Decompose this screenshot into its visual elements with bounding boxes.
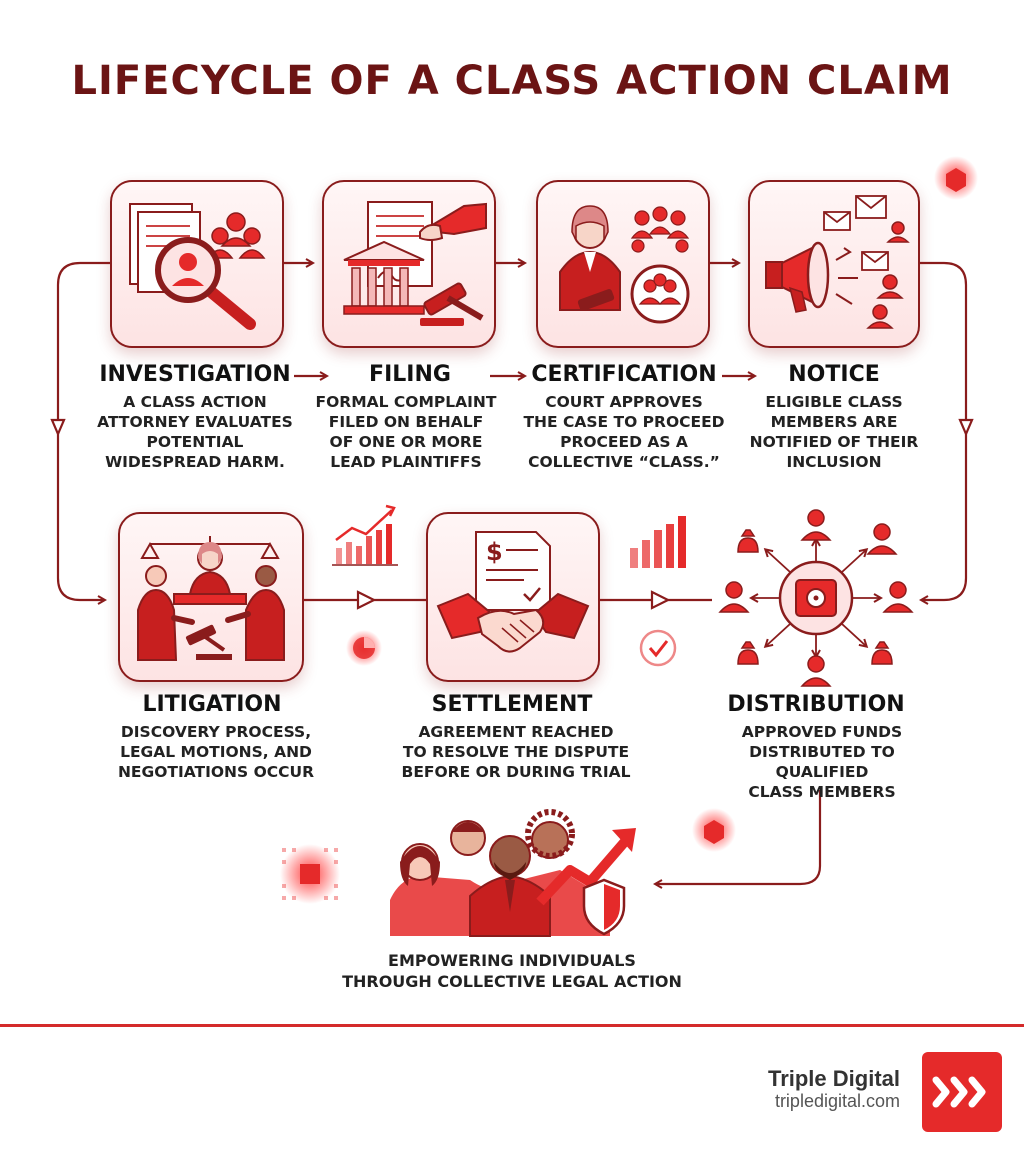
check-circle-icon bbox=[639, 629, 677, 667]
desc-line: DISTRIBUTED TO QUALIFIED bbox=[749, 743, 895, 781]
tagline: EMPOWERING INDIVIDUALS THROUGH COLLECTIV… bbox=[0, 950, 1024, 992]
stage-box-litigation bbox=[118, 512, 304, 682]
bar-chart-icon-2 bbox=[630, 516, 686, 568]
stage-title-notice: NOTICE bbox=[788, 362, 880, 387]
desc-line: OF ONE OR MORE bbox=[329, 433, 483, 451]
desc-line: CLASS MEMBERS bbox=[748, 783, 896, 801]
desc-line: NOTIFIED OF THEIR bbox=[749, 433, 919, 451]
stage-desc-litigation: DISCOVERY PROCESS, LEGAL MOTIONS, AND NE… bbox=[118, 722, 314, 782]
stage-desc-distribution: APPROVED FUNDS DISTRIBUTED TO QUALIFIED … bbox=[721, 722, 923, 802]
bar-chart-icon-1 bbox=[332, 504, 398, 566]
desc-line: ELIGIBLE CLASS bbox=[765, 393, 903, 411]
desc-line: NEGOTIATIONS OCCUR bbox=[117, 763, 315, 781]
desc-line: FORMAL COMPLAINT bbox=[315, 393, 497, 411]
logo-icon[interactable] bbox=[922, 1052, 1002, 1132]
stage-desc-settlement: AGREEMENT REACHED TO RESOLVE THE DISPUTE… bbox=[402, 722, 631, 782]
desc-line: WIDESPREAD HARM. bbox=[105, 453, 285, 471]
brand-name: Triple Digital bbox=[767, 1066, 900, 1091]
pie-chart-icon bbox=[346, 630, 382, 666]
stage-title-certification: CERTIFICATION bbox=[531, 362, 717, 387]
stage-title-litigation: LITIGATION bbox=[142, 692, 282, 717]
page-title: LIFECYCLE OF A CLASS ACTION CLAIM bbox=[71, 58, 953, 104]
desc-line: COURT APPROVES bbox=[545, 393, 703, 411]
stage-box-filing bbox=[322, 180, 496, 348]
stage-box-certification bbox=[536, 180, 710, 348]
money-bag-icons bbox=[737, 529, 893, 665]
courtroom-icon bbox=[137, 536, 285, 661]
stage-desc-certification: COURT APPROVES THE CASE TO PROCEED PROCE… bbox=[523, 392, 724, 472]
judge-icon bbox=[559, 205, 690, 324]
svg-text:$: $ bbox=[486, 538, 503, 566]
desc-line: AGREEMENT REACHED bbox=[418, 723, 614, 741]
distribution-hub bbox=[718, 509, 914, 687]
desc-line: LEAD PLAINTIFFS bbox=[330, 453, 482, 471]
desc-line: FILED ON BEHALF bbox=[328, 413, 484, 431]
magnifier-icon bbox=[129, 203, 266, 330]
tagline-line: THROUGH COLLECTIVE LEGAL ACTION bbox=[342, 972, 682, 991]
stage-title-investigation: INVESTIGATION bbox=[99, 362, 291, 387]
handshake-icon: $ bbox=[436, 531, 590, 653]
gavel-icon bbox=[343, 201, 487, 326]
desc-line: TO RESOLVE THE DISPUTE bbox=[402, 743, 630, 761]
stage-box-settlement: $ bbox=[426, 512, 600, 682]
stage-title-filing: FILING bbox=[369, 362, 451, 387]
desc-line: APPROVED FUNDS bbox=[741, 723, 903, 741]
desc-line: LEGAL MOTIONS, AND bbox=[120, 743, 312, 761]
stage-desc-investigation: A CLASS ACTION ATTORNEY EVALUATES POTENT… bbox=[97, 392, 293, 472]
desc-line: COLLECTIVE “CLASS.” bbox=[528, 453, 720, 471]
stage-desc-filing: FORMAL COMPLAINT FILED ON BEHALF OF ONE … bbox=[316, 392, 497, 472]
stage-box-investigation bbox=[110, 180, 284, 348]
desc-line: THE CASE TO PROCEED bbox=[523, 413, 725, 431]
desc-line: MEMBERS ARE bbox=[770, 413, 898, 431]
desc-line: DISCOVERY PROCESS, bbox=[120, 723, 312, 741]
stage-box-notice bbox=[748, 180, 920, 348]
people-icon bbox=[390, 809, 636, 937]
desc-line: PROCEED AS A bbox=[560, 433, 688, 451]
stage-desc-notice: ELIGIBLE CLASS MEMBERS ARE NOTIFIED OF T… bbox=[750, 392, 919, 472]
tagline-line: EMPOWERING INDIVIDUALS bbox=[388, 951, 636, 970]
desc-line: ATTORNEY EVALUATES bbox=[97, 413, 293, 431]
footer-divider bbox=[0, 1024, 1024, 1027]
desc-line: POTENTIAL bbox=[146, 433, 244, 451]
desc-line: BEFORE OR DURING TRIAL bbox=[401, 763, 631, 781]
stage-title-settlement: SETTLEMENT bbox=[431, 692, 593, 717]
safe-icon bbox=[795, 579, 837, 617]
desc-line: A CLASS ACTION bbox=[123, 393, 267, 411]
person-icons bbox=[718, 509, 914, 687]
megaphone-icon bbox=[765, 195, 910, 329]
desc-line: INCLUSION bbox=[786, 453, 882, 471]
stage-title-distribution: DISTRIBUTION bbox=[727, 692, 905, 717]
brand-url[interactable]: tripledigital.com bbox=[774, 1091, 900, 1111]
